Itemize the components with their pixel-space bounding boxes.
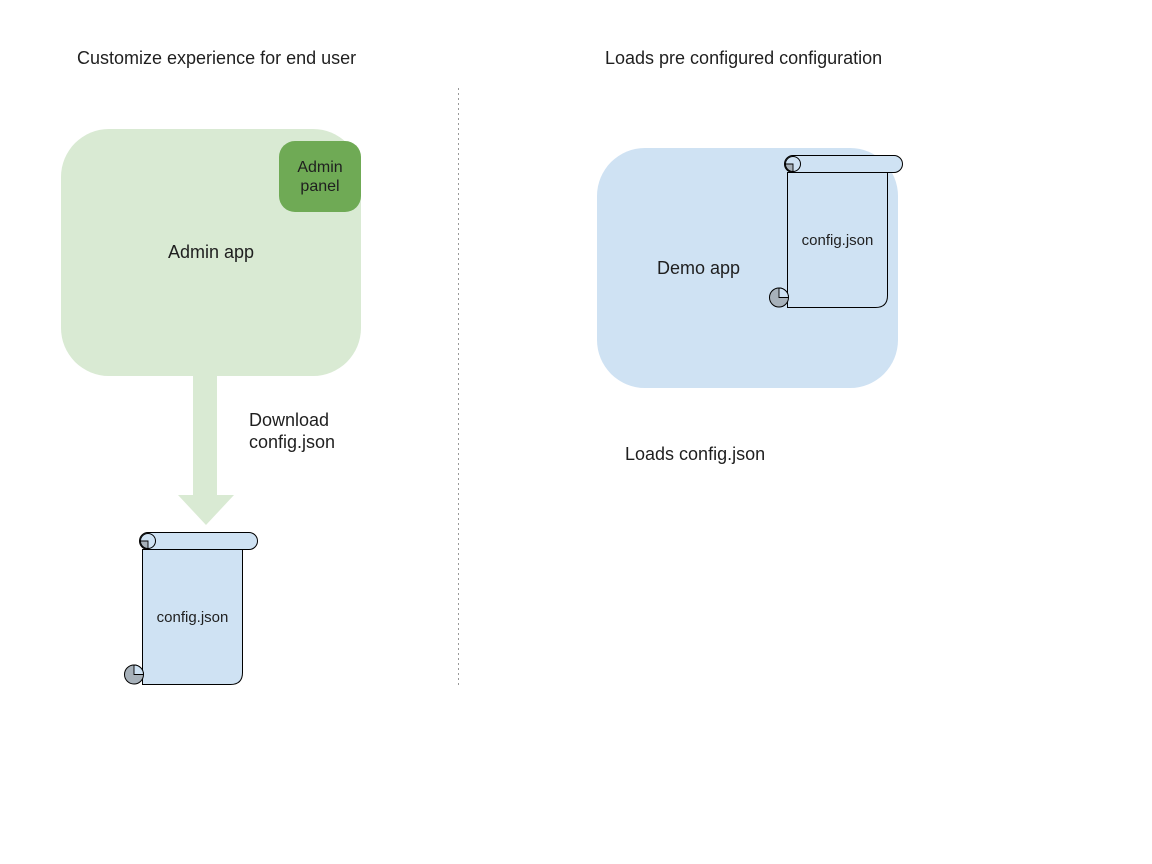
config-json-scroll-left: config.json xyxy=(124,532,258,685)
loads-config-caption: Loads config.json xyxy=(625,444,766,464)
scroll-icon xyxy=(769,155,903,308)
config-json-label-right: config.json xyxy=(801,231,874,249)
download-arrow-label-line1: Download xyxy=(249,410,330,430)
config-json-scroll-right: config.json xyxy=(769,155,903,308)
right-section-title: Loads pre configured configuration xyxy=(605,48,883,68)
section-divider xyxy=(458,88,459,686)
block-arrow-down-icon xyxy=(178,376,234,525)
config-json-label-left: config.json xyxy=(156,608,229,626)
download-arrow-label-line2: config.json xyxy=(249,432,336,452)
admin-app-label: Admin app xyxy=(167,242,255,262)
download-arrow-icon xyxy=(173,376,239,525)
admin-panel-label: Admin panel xyxy=(297,158,343,195)
scroll-icon xyxy=(124,532,258,685)
admin-panel-box: Admin panel xyxy=(279,141,361,212)
download-arrow-label: Download config.json xyxy=(249,409,335,453)
left-section-title: Customize experience for end user xyxy=(77,48,357,68)
demo-app-label: Demo app xyxy=(657,258,741,278)
